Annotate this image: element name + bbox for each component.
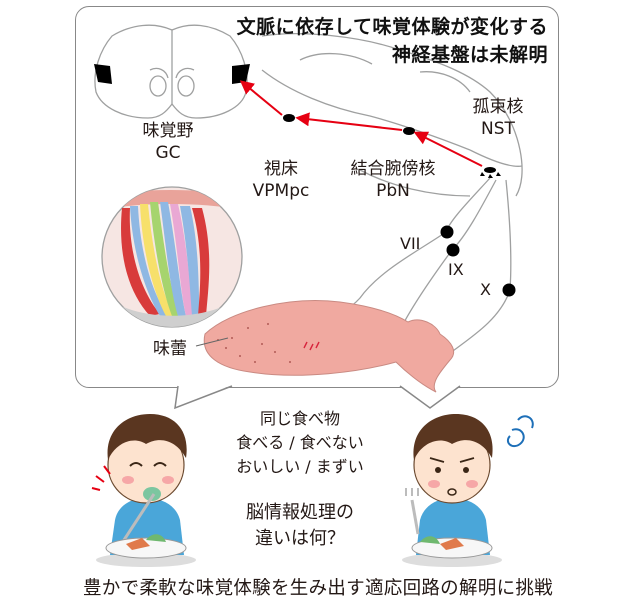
pbn-nucleus [403, 127, 415, 135]
brainstem-outline [261, 33, 523, 197]
context-question-1: 脳情報処理の [246, 502, 354, 523]
speech-tail-right [400, 385, 460, 408]
context-line-3: おいしい / まずい [236, 457, 364, 476]
arrow-vpmpc-to-gc [239, 80, 283, 116]
taste-bud-inset [101, 186, 243, 328]
nst-label-jp: 孤束核 [472, 97, 524, 117]
taste-bud-label: 味蕾 [153, 339, 187, 359]
gc-label: 味覚野 GC [128, 120, 208, 164]
arrow-nst-to-pbn [413, 131, 483, 167]
gc-label-jp: 味覚野 [142, 121, 194, 141]
nerve-x-ganglion [502, 283, 516, 297]
nerve-vii-label: VII [400, 234, 421, 253]
taste-bud-leader-line [195, 337, 229, 347]
context-line-1: 同じ食べ物 [259, 409, 340, 428]
confused-boy-illustration [402, 414, 534, 567]
happy-boy-illustration [91, 414, 196, 567]
vpmpc-nucleus [283, 114, 295, 122]
bottom-caption: 豊かで柔軟な味覚体験を生み出す適応回路の解明に挑戦 [82, 578, 553, 599]
gustatory-cortex-right-mark [232, 64, 250, 84]
arrow-pbn-to-vpmpc [295, 112, 403, 131]
vpmpc-label: 視床 VPMpc [236, 158, 326, 202]
gc-label-en: GC [155, 143, 181, 163]
pbn-label-jp: 結合腕傍核 [350, 159, 436, 179]
context-line-2: 食べる / 食べない [236, 433, 364, 452]
gustatory-cortex-left-mark [94, 64, 112, 84]
nst-label-en: NST [481, 119, 515, 139]
headline-line-2: 神経基盤は未解明 [391, 44, 548, 66]
vpmpc-label-jp: 視床 [264, 159, 298, 179]
pbn-label: 結合腕傍核 PbN [338, 158, 448, 202]
nst-nucleus [480, 167, 501, 178]
tongue [203, 300, 455, 393]
vpmpc-label-en: VPMpc [252, 181, 310, 201]
nst-label: 孤束核 NST [458, 96, 538, 140]
headline-line-1: 文脈に依存して味覚体験が変化する [236, 16, 548, 38]
brain-coronal-section [94, 24, 248, 119]
nerve-ix-ganglion [446, 243, 460, 257]
pbn-label-en: PbN [376, 181, 410, 201]
context-question-2: 違いは何？ [255, 528, 345, 549]
nerve-ix-label: IX [448, 260, 464, 279]
nerve-vii-ganglion [440, 225, 454, 239]
nerve-x-label: X [480, 280, 491, 299]
